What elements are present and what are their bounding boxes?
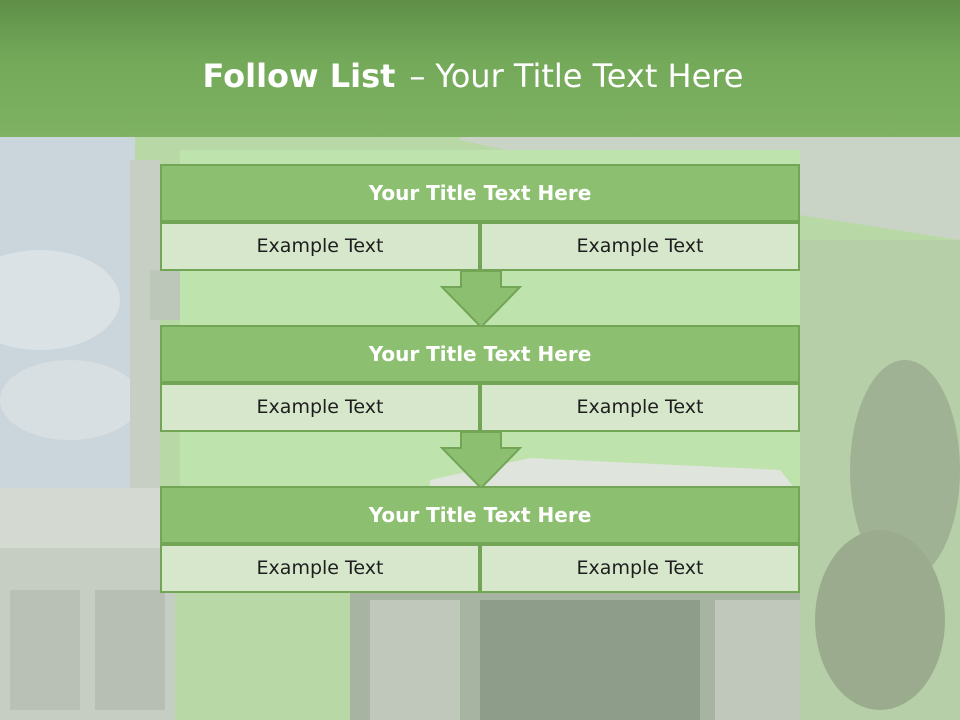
block-title[interactable]: Your Title Text Here: [160, 486, 800, 544]
down-arrow-icon: [440, 270, 522, 328]
block-text-right[interactable]: Example Text: [480, 383, 800, 432]
block-title[interactable]: Your Title Text Here: [160, 325, 800, 383]
title-bar: [0, 0, 960, 137]
block-text-left[interactable]: Example Text: [160, 222, 480, 271]
block-text-right[interactable]: Example Text: [480, 544, 800, 593]
slide-title: Follow List–Your Title Text Here: [0, 54, 953, 98]
slide-title-bold: Follow List: [202, 57, 396, 95]
block-text-left[interactable]: Example Text: [160, 544, 480, 593]
slide-title-dash: –: [409, 57, 426, 95]
block-text-left[interactable]: Example Text: [160, 383, 480, 432]
block-text-right[interactable]: Example Text: [480, 222, 800, 271]
slide-title-rest: Your Title Text Here: [435, 57, 744, 95]
down-arrow-icon: [440, 431, 522, 489]
block-title[interactable]: Your Title Text Here: [160, 164, 800, 222]
